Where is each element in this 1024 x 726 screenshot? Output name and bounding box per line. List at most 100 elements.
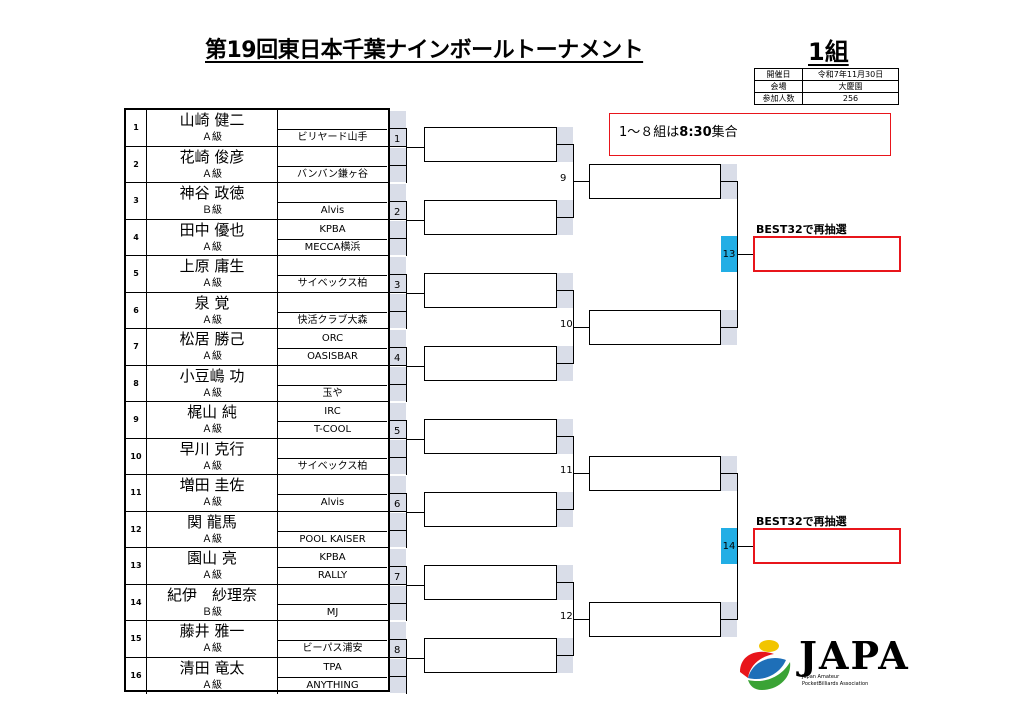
player-club: 玉や (277, 385, 387, 402)
bracket-line (390, 237, 406, 239)
bracket-line (557, 363, 573, 364)
notice-suffix: 集合 (711, 125, 738, 140)
player-name: 清田 竜太 (179, 658, 245, 677)
seed-number: 15 (126, 621, 147, 657)
player-name: 上原 庸生 (179, 257, 245, 275)
player-grade: Ａ級 (202, 570, 222, 581)
match-number: 7 (394, 571, 401, 583)
result-box (424, 273, 557, 308)
bracket-line (557, 436, 573, 437)
player-club: サイベックス柏 (277, 276, 387, 292)
result-box (589, 602, 721, 637)
bracket-line (737, 546, 753, 547)
seed-number: 2 (126, 146, 147, 182)
player-club: Alvis (277, 495, 387, 511)
bracket-line (557, 655, 573, 656)
bracket-line (737, 254, 753, 255)
player-club-upper (277, 146, 387, 167)
bracket-line (390, 146, 406, 147)
info-value: 大慶園 (802, 80, 899, 93)
bracket-line (557, 290, 573, 291)
player-club-upper: TPA (277, 657, 387, 678)
bracket-line (721, 619, 737, 620)
player-club-upper: KPBA (277, 548, 387, 568)
seed-number: 11 (126, 475, 147, 511)
best32-redraw-label: BEST32で再抽選 (756, 223, 847, 236)
bracket-line (406, 146, 424, 148)
player-grade: Ａ級 (202, 460, 222, 472)
seed-number: 3 (126, 183, 147, 219)
bracket-line (390, 164, 406, 166)
match-number: 12 (560, 611, 573, 622)
bracket-line (390, 529, 406, 531)
result-box (424, 419, 557, 454)
bracket-line (573, 181, 589, 182)
player-name: 園山 亮 (187, 549, 237, 567)
bracket-line (390, 657, 406, 658)
bracket-line (390, 438, 406, 439)
bracket-line (390, 602, 406, 604)
bracket-line (721, 473, 737, 474)
player-name: 神谷 政徳 (179, 184, 245, 202)
player-name: 藤井 雅一 (179, 622, 245, 640)
player-club: 快活クラブ大森 (277, 312, 387, 329)
player-club: Alvis (277, 203, 387, 219)
seed-number: 8 (126, 365, 147, 401)
player-name: 田中 優也 (179, 220, 245, 239)
bracket-line (406, 292, 424, 294)
notice-prefix: 1～８組は (619, 125, 680, 140)
player-grade: Ｂ級 (202, 205, 222, 216)
player-name: 紀伊 紗理奈 (166, 585, 257, 604)
player-club-upper: KPBA (277, 219, 387, 240)
info-value: 256 (802, 92, 899, 105)
billiard-ball-icon (740, 640, 791, 690)
logo-text: JAPA (799, 633, 910, 678)
match-number: 4 (394, 352, 401, 364)
match-number: 5 (394, 425, 401, 437)
bracket-line (390, 128, 406, 129)
bracket-line (721, 181, 737, 182)
bracket-line (406, 566, 407, 621)
player-club-upper (277, 511, 387, 532)
player-name: 花崎 俊彦 (179, 147, 245, 166)
player-club: ANYTHING (277, 677, 387, 694)
match-number: 10 (560, 319, 573, 330)
player-grade: Ａ級 (202, 387, 222, 399)
bracket-line (406, 420, 407, 475)
bracket-line (557, 217, 573, 218)
player-club: MJ (277, 604, 387, 621)
info-key: 参加人数 (754, 92, 803, 105)
player-club: MECCA横浜 (277, 239, 387, 256)
player-name: 増田 圭佐 (179, 476, 245, 494)
bracket-line (573, 619, 589, 620)
player-club-upper: IRC (277, 402, 387, 422)
player-name: 関 龍馬 (187, 512, 237, 531)
bracket-line (390, 511, 406, 512)
player-grade: Ａ級 (202, 497, 222, 508)
result-box (424, 346, 557, 381)
player-club: POOL KAISER (277, 531, 387, 548)
best32-redraw-box (753, 528, 901, 564)
result-box (589, 456, 721, 491)
player-club: T-COOL (277, 422, 387, 438)
bracket-line (557, 582, 573, 583)
best32-redraw-label: BEST32で再抽選 (756, 515, 847, 528)
player-row: 11 増田 圭佐 Ａ級 Alvis (126, 475, 388, 512)
bracket-line (406, 493, 407, 548)
bracket-line (406, 201, 407, 256)
bracket-line (557, 144, 573, 145)
player-grade: Ａ級 (202, 314, 222, 326)
assembly-notice: 1～８組は8:30集合 (609, 113, 891, 156)
player-club: ビーパス浦安 (277, 641, 387, 657)
result-box (424, 638, 557, 673)
